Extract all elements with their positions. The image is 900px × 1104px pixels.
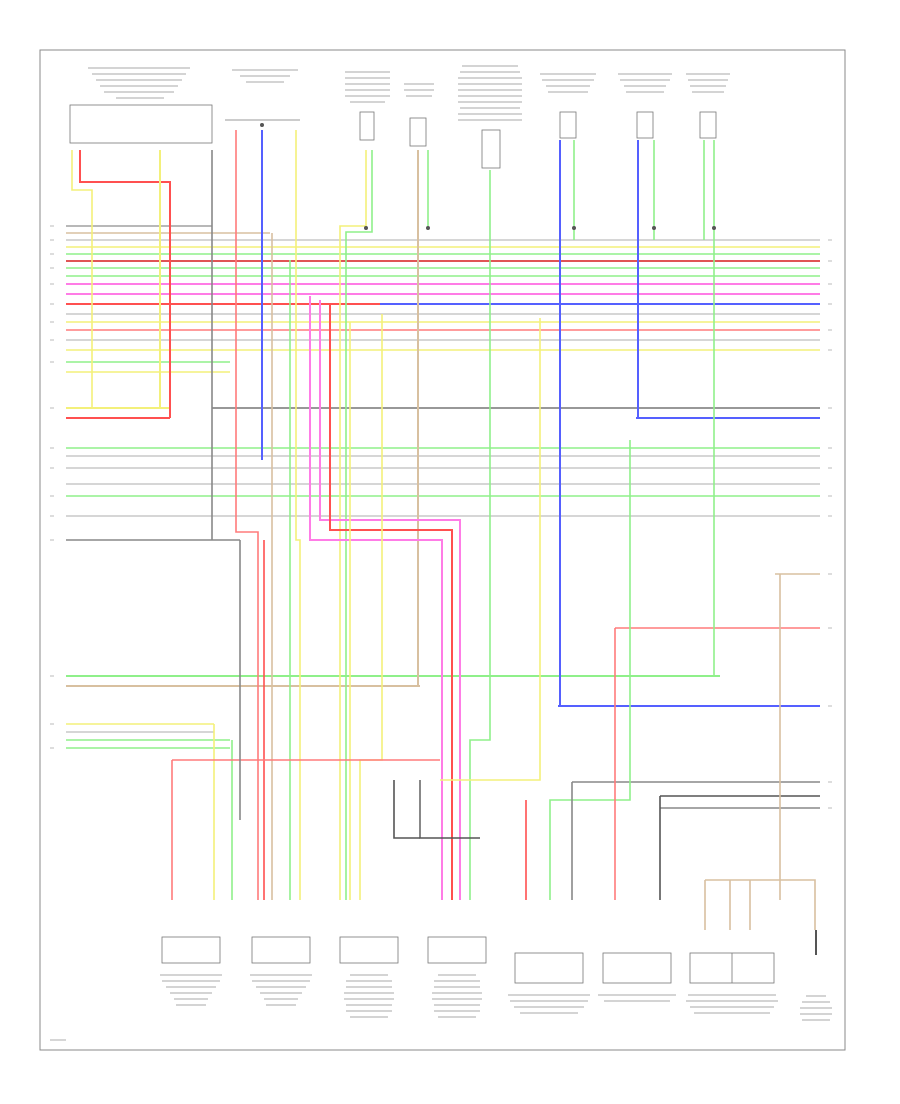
sensor-box-f — [699, 111, 717, 139]
right-pin-marks — [828, 239, 832, 809]
top-captions — [88, 65, 730, 121]
sensor-box-3 — [339, 936, 399, 964]
sensor-box-2 — [251, 936, 311, 964]
sensor-box-1 — [161, 936, 221, 964]
combination-switch-box — [69, 104, 213, 144]
splice-dots — [260, 123, 716, 230]
diagram-frame — [39, 49, 846, 1051]
module-box-b — [409, 117, 427, 147]
position-sensor-box-2 — [602, 952, 672, 984]
bottom-components — [161, 930, 817, 984]
top-components — [69, 104, 717, 169]
module-box-a — [359, 111, 375, 141]
left-pin-marks — [50, 225, 54, 749]
vertical-wires — [71, 130, 816, 930]
bottom-captions — [50, 974, 832, 1041]
sensor-box-4 — [427, 936, 487, 964]
position-sensor-box-1 — [514, 952, 584, 984]
sensor-box-d — [559, 111, 577, 139]
horizontal-wires — [66, 225, 820, 809]
sensor-box-e — [636, 111, 654, 139]
module-box-c — [481, 129, 501, 169]
